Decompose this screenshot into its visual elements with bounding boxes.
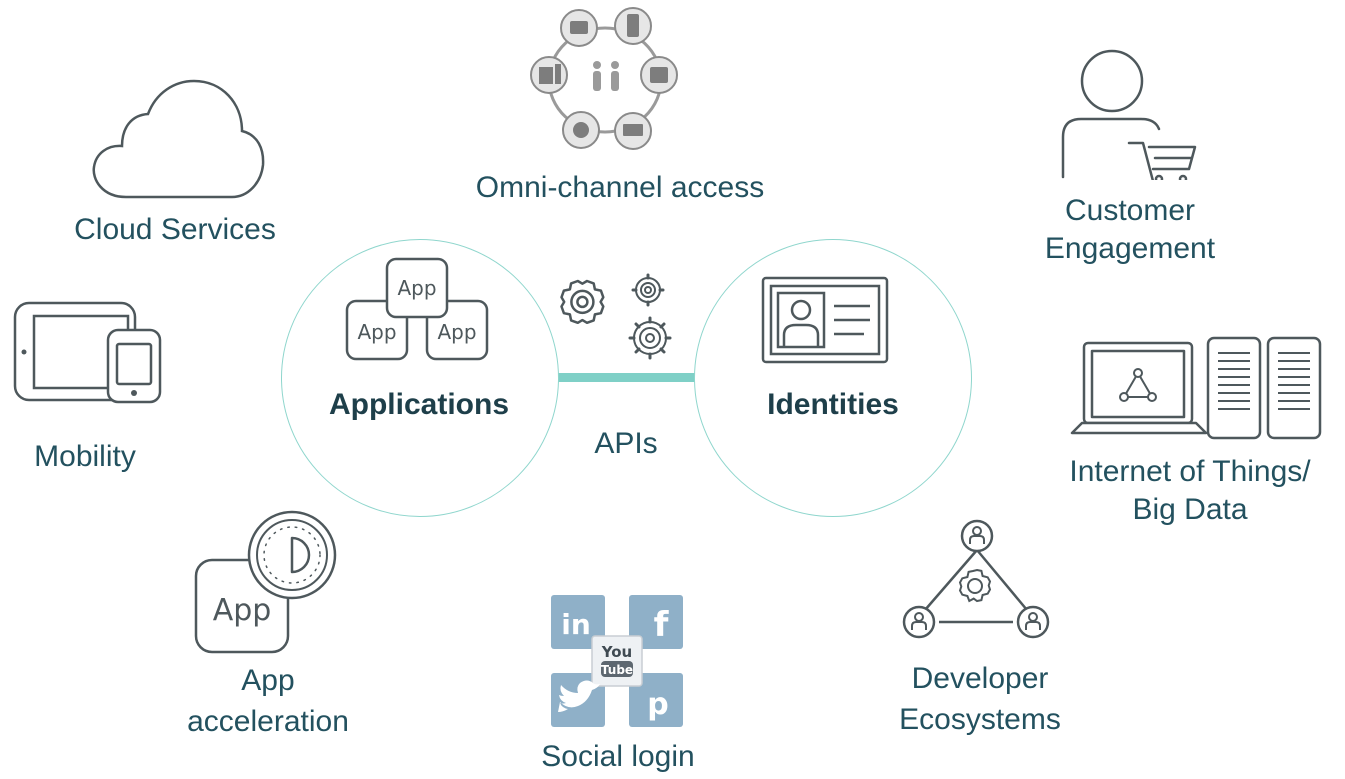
- mobility-label: Mobility: [34, 440, 136, 473]
- id-card-icon: [761, 276, 889, 364]
- developer-label-line2: Ecosystems: [899, 703, 1061, 736]
- app-acceleration-label-line2: acceleration: [187, 705, 349, 738]
- customer-cart-icon: [1061, 49, 1197, 180]
- app-tile-text-top: App: [397, 276, 436, 300]
- gears-icon: [560, 273, 672, 360]
- app-tile-text-right: App: [437, 320, 476, 344]
- developer-network-icon: [902, 519, 1050, 639]
- pinterest-glyph: p: [647, 687, 668, 722]
- api-connector-line: [553, 373, 699, 382]
- applications-label: Applications: [328, 388, 509, 421]
- laptop-server-icon: [1070, 336, 1322, 440]
- apps-stack-icon: App App App: [345, 257, 489, 361]
- omni-channel-icon: [530, 7, 678, 150]
- apis-label: APIs: [594, 427, 658, 460]
- twitter-bird-icon: [558, 680, 600, 712]
- youtube-glyph-bottom: Tube: [601, 663, 633, 677]
- iot-label-line2: Big Data: [1132, 493, 1248, 526]
- app-acceleration-tile-text: App: [213, 593, 272, 628]
- linkedin-glyph: in: [561, 608, 591, 641]
- tablet-phone-icon: [13, 301, 162, 404]
- omni-channel-label: Omni-channel access: [475, 171, 765, 204]
- cloud-icon: [92, 79, 265, 199]
- customer-label-line1: Customer: [1064, 194, 1196, 227]
- social-login-icon: in f You Tube p: [551, 595, 683, 727]
- facebook-glyph: f: [654, 605, 670, 645]
- app-tile-text-left: App: [357, 320, 396, 344]
- youtube-glyph-top: You: [601, 643, 632, 661]
- app-acceleration-icon: App: [194, 510, 337, 654]
- developer-label-line1: Developer: [911, 662, 1049, 695]
- customer-label-line2: Engagement: [1044, 232, 1216, 265]
- app-acceleration-label-line1: App: [241, 664, 295, 697]
- social-login-label: Social login: [541, 740, 695, 773]
- identities-label: Identities: [767, 388, 899, 421]
- iot-label-line1: Internet of Things/: [1069, 455, 1311, 488]
- cloud-services-label: Cloud Services: [74, 213, 276, 246]
